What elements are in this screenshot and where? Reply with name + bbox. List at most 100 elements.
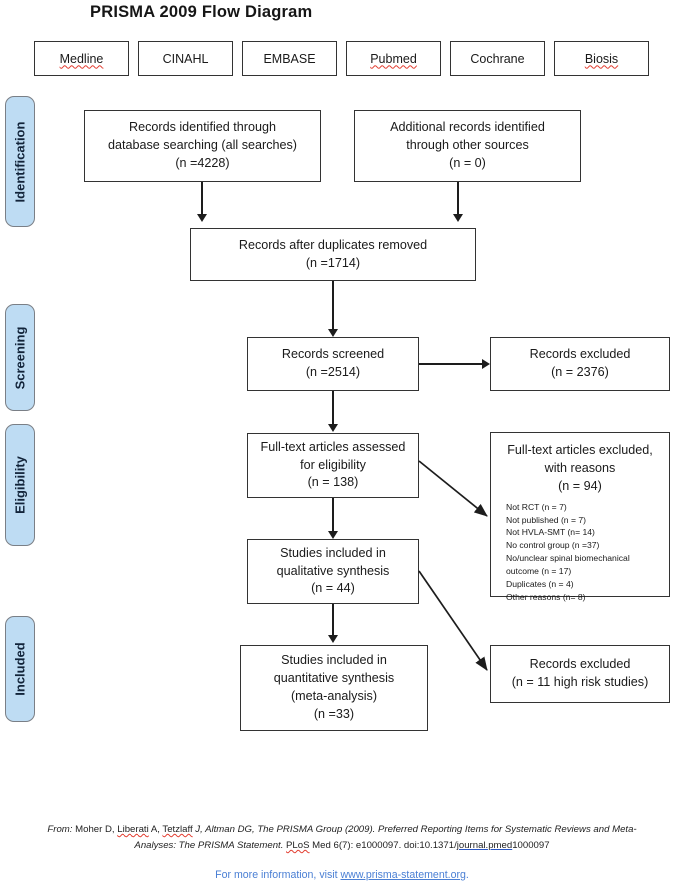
database-box-pubmed[interactable]: Pubmed [346, 41, 441, 76]
arrowhead-down [328, 329, 338, 337]
citation-text: 1000097 [512, 839, 550, 851]
node-fulltext-excluded-with-reasons: Full-text articles excluded, with reason… [490, 432, 670, 602]
connector-additional-to-dedup [457, 182, 459, 216]
node-line: (n =4228) [175, 155, 230, 170]
database-box-cinahl[interactable]: CINAHL [138, 41, 233, 76]
phase-label-text: Screening [12, 326, 28, 389]
citation-text: Med 6(7): e1000097. doi:10.1371/ [309, 839, 457, 851]
node-records-identified: Records identified through database sear… [84, 110, 321, 182]
database-box-medline[interactable]: Medline [34, 41, 129, 76]
database-label: Cochrane [470, 51, 525, 66]
exclusion-reason-list: Not RCT (n = 7) Not published (n = 7) No… [497, 501, 663, 604]
database-source-row: Medline CINAHL EMBASE Pubmed Cochrane Bi… [34, 41, 649, 76]
phase-label-identification: Identification [5, 96, 35, 227]
database-label: EMBASE [263, 51, 316, 66]
node-heading: Full-text articles excluded, with reason… [507, 442, 653, 496]
arrowhead-right [482, 359, 490, 369]
node-quantitative-synthesis: Studies included in quantitative synthes… [240, 645, 428, 731]
node-line: (n = 0) [449, 155, 486, 170]
node-line: (n = 94) [558, 478, 602, 493]
node-line: (n = 2376) [551, 365, 609, 379]
exclusion-reason: outcome (n = 17) [506, 566, 572, 577]
connector-fulltext-to-excluded-reasons [418, 460, 488, 517]
node-qualitative-synthesis: Studies included in qualitative synthesi… [247, 539, 419, 604]
phase-label-text: Identification [12, 121, 28, 202]
node-line: (n =33) [313, 706, 355, 721]
node-line: database searching (all searches) [107, 138, 297, 153]
node-line: Records excluded [529, 657, 631, 672]
connector-screened-to-fulltext [332, 391, 334, 427]
node-line: Records identified through [128, 120, 277, 135]
database-label: Pubmed [370, 51, 417, 66]
node-additional-records: Additional records identified through ot… [354, 110, 581, 182]
citation-prefix: From: [47, 824, 73, 835]
arrowhead-down [328, 531, 338, 539]
node-line: (n =2514) [305, 365, 361, 379]
citation-text: A, [148, 824, 163, 835]
exclusion-reason: Not published (n = 7) [506, 514, 587, 525]
node-line: Full-text articles excluded, [507, 443, 653, 457]
prisma-statement-link[interactable]: www.prisma-statement.org [340, 869, 466, 881]
database-label: Biosis [584, 51, 619, 66]
database-label: Medline [59, 51, 104, 66]
citation-text: Analyses: The PRISMA Statement. [134, 839, 287, 851]
node-records-excluded-quality: Records excluded (n = 11 high risk studi… [490, 645, 670, 703]
doi-link[interactable]: journal.pmed [456, 839, 513, 851]
database-box-cochrane[interactable]: Cochrane [450, 41, 545, 76]
more-information-line: For more information, visit www.prisma-s… [12, 869, 672, 881]
node-line: with reasons [544, 460, 616, 475]
node-duplicates-removed: Records after duplicates removed (n =171… [190, 228, 476, 281]
database-label: CINAHL [162, 51, 209, 66]
phase-label-text: Included [12, 642, 28, 696]
more-info-suffix: . [465, 869, 469, 881]
node-line: (n = 138) [307, 475, 359, 490]
node-line: for eligibility [300, 457, 366, 472]
database-box-biosis[interactable]: Biosis [554, 41, 649, 76]
phase-label-eligibility: Eligibility [5, 424, 35, 546]
connector-dedup-to-screened [332, 281, 334, 332]
node-records-screened: Records screened (n =2514) [247, 337, 419, 391]
connector-screened-to-excluded [419, 363, 487, 365]
connector-identified-to-dedup [201, 182, 203, 216]
node-line: Records excluded [529, 347, 631, 362]
node-line: (n =1714) [305, 255, 361, 270]
exclusion-reason: Not RCT (n = 7) [506, 501, 567, 512]
phase-label-screening: Screening [5, 304, 35, 411]
exclusion-reason: No/unclear spinal biomechanical [506, 553, 630, 564]
node-line: (meta-analysis) [290, 689, 378, 703]
citation-text: Liberati [117, 824, 149, 835]
node-line: Studies included in [280, 545, 386, 560]
citation-text: J, Altman DG, The PRISMA Group (2009). P… [192, 824, 637, 835]
connector-fulltext-to-qualitative [332, 498, 334, 534]
node-line: (n = 44) [311, 581, 355, 596]
citation-text: Moher D, [75, 824, 118, 835]
node-line: Full-text articles assessed [260, 439, 406, 454]
database-box-embase[interactable]: EMBASE [242, 41, 337, 76]
node-line: qualitative synthesis [276, 563, 390, 578]
page-title: PRISMA 2009 Flow Diagram [90, 3, 313, 21]
phase-label-text: Eligibility [12, 456, 28, 514]
arrowhead-down [453, 214, 463, 222]
node-records-excluded-screening: Records excluded (n = 2376) [490, 337, 670, 391]
exclusion-reason: Duplicates (n = 4) [506, 578, 574, 589]
phase-label-included: Included [5, 616, 35, 722]
node-line: Records screened [281, 347, 385, 362]
exclusion-reason: Not HVLA-SMT (n= 14) [506, 527, 595, 538]
arrowhead-down [328, 424, 338, 432]
exclusion-reason: No control group (n =37) [506, 540, 600, 551]
connector-qualitative-to-quantitative [332, 604, 334, 638]
node-fulltext-assessed: Full-text articles assessed for eligibil… [247, 433, 419, 498]
node-line: Additional records identified [390, 120, 545, 135]
arrowhead-down [197, 214, 207, 222]
exclusion-reason: Other reasons (n= 8) [506, 591, 586, 602]
node-line: (n = 11 high risk studies) [511, 675, 649, 689]
node-line: Records after duplicates removed [238, 237, 428, 252]
node-line: through other sources [406, 138, 529, 153]
connector-qualitative-to-excluded-quality [418, 570, 488, 671]
node-line: Studies included in [281, 653, 387, 668]
source-citation: From: Moher D, Liberati A, Tetzlaff J, A… [12, 822, 672, 854]
citation-text: Tetzlaff [162, 824, 193, 835]
node-line: quantitative synthesis [273, 671, 395, 686]
arrowhead-down [328, 635, 338, 643]
